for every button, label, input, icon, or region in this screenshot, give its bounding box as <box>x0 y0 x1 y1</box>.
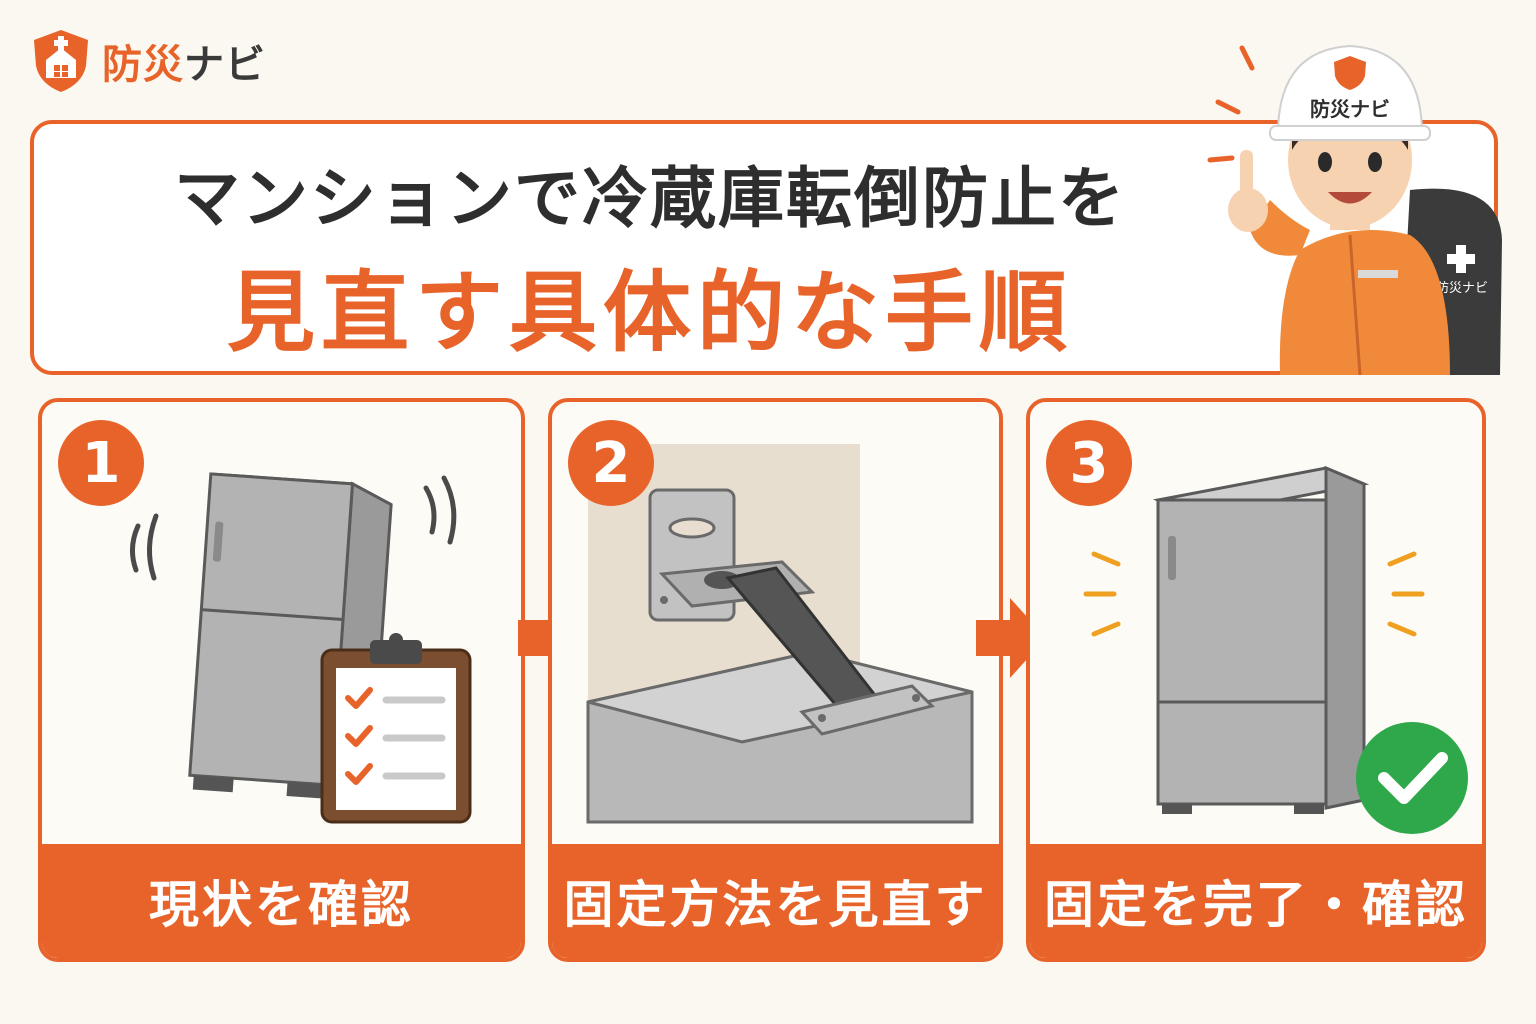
clipboard-checklist-icon <box>320 633 472 824</box>
title-panel <box>30 120 1498 375</box>
step-number-badge: 3 <box>1046 420 1132 506</box>
step-label: 固定方法を見直す <box>552 844 999 958</box>
helmet-text: 防災ナビ <box>1310 97 1390 121</box>
page-title-line2: 見直す具体的な手順 <box>226 261 1073 364</box>
wall-bracket-strap-illustration <box>586 444 974 824</box>
arrow-right-icon <box>976 598 1046 678</box>
bag-text: 防災ナビ <box>1436 280 1488 296</box>
step-label: 固定を完了・確認 <box>1030 844 1482 958</box>
check-circle-icon <box>1356 722 1468 834</box>
shield-house-icon <box>34 30 88 92</box>
step-card-3: 3 固定を完了・確認 <box>1026 398 1486 962</box>
tilting-fridge-illustration <box>130 472 472 824</box>
page-title-line1: マンションで冷蔵庫転倒防止を <box>174 160 1126 237</box>
step-number-badge: 1 <box>58 420 144 506</box>
secured-fridge-illustration <box>1083 465 1468 834</box>
step-card-2: 2 固定方法を見直す <box>548 398 1003 962</box>
brand-logo: 防災ナビ <box>30 28 266 94</box>
step-card-1: 1 <box>38 398 525 962</box>
step-label: 現状を確認 <box>42 844 521 958</box>
wall-bracket-strap-icon <box>648 488 935 736</box>
mascot-worker: 防災ナビ 防災ナビ <box>1200 30 1520 376</box>
step-number-badge: 2 <box>568 420 654 506</box>
brand-name: 防災ナビ <box>102 42 266 88</box>
